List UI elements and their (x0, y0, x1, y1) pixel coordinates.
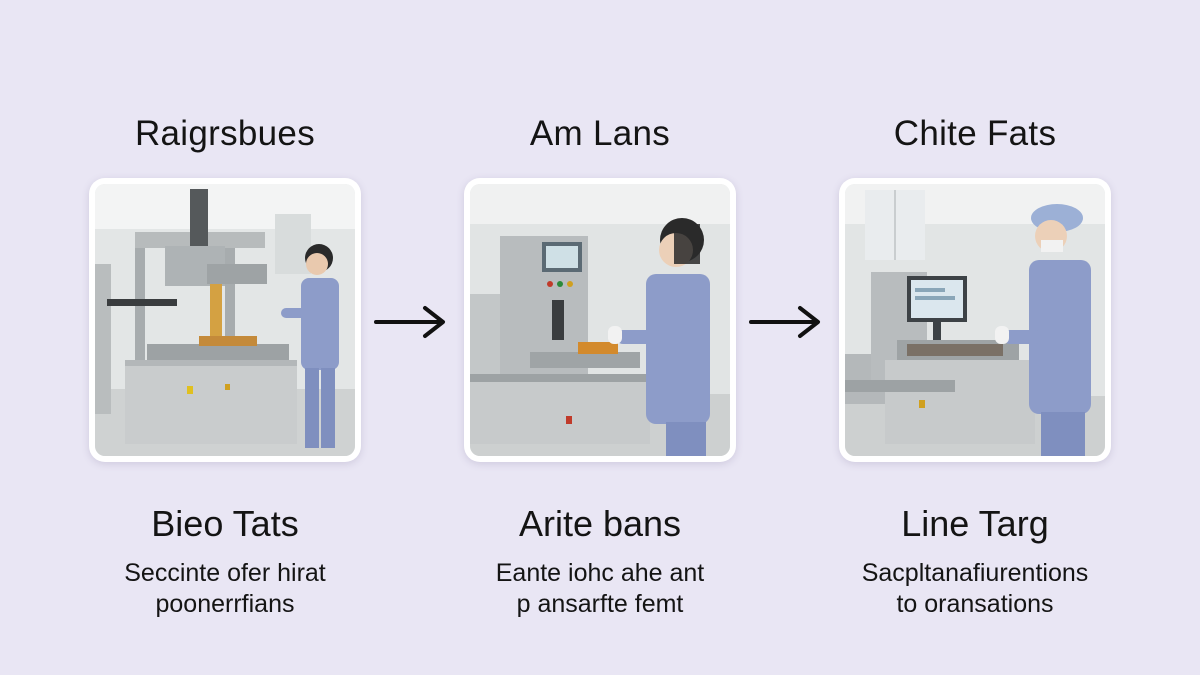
lab-machine-photo-icon (95, 184, 355, 456)
step-description-line: Sacpltanafiurentions (861, 559, 1089, 587)
lab-machine-photo-icon (470, 184, 730, 456)
step-description: Seccinte ofer hirat poonerrfians (75, 558, 375, 620)
step-title: Line Targ (901, 503, 1049, 544)
process-step-3: Chite Fats (825, 0, 1125, 620)
step-heading: Chite Fats (893, 114, 1057, 153)
right-arrow-icon (374, 306, 445, 338)
step-description-line: poonerrfians (155, 590, 295, 618)
step-description-line: to oransations (896, 590, 1054, 618)
step-description: Eante iohc ahe ant p ansarfte femt (450, 558, 750, 620)
step-title: Bieo Tats (151, 503, 299, 544)
process-step-1: Raigrsbues (75, 0, 375, 620)
step-photo-frame (839, 178, 1111, 462)
step-photo-frame (464, 178, 736, 462)
step-description-line: Eante iohc ahe ant (495, 559, 705, 587)
step-photo-frame (89, 178, 361, 462)
step-heading: Am Lans (529, 114, 671, 153)
step-heading: Raigrsbues (134, 114, 316, 153)
process-step-2: Am Lans (450, 0, 750, 620)
step-description-line: Seccinte ofer hirat (124, 559, 326, 587)
right-arrow-icon (749, 306, 820, 338)
step-description: Sacpltanafiurentions to oransations (825, 558, 1125, 620)
step-description-line: p ansarfte femt (516, 590, 684, 618)
lab-machine-photo-icon (845, 184, 1105, 456)
step-title: Arite bans (518, 503, 682, 544)
